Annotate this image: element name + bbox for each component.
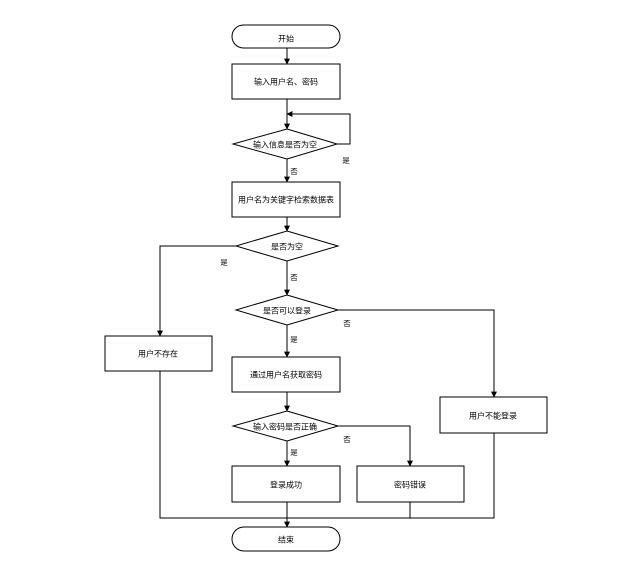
check-can-login-diamond — [234, 294, 340, 326]
edge-labels: 是 否 是 否 否 是 否 是 — [220, 156, 351, 457]
check-can-login-node: 是否可以登录 — [234, 294, 340, 326]
edge-label-password-yes: 是 — [290, 448, 298, 457]
check-empty-result-node: 是否为空 — [234, 230, 340, 262]
edge-result-empty-yes — [157, 245, 237, 337]
check-empty-result-label: 是否为空 — [271, 242, 303, 252]
edge-label-can-login-no: 否 — [343, 319, 351, 328]
edge-label-input-empty-yes: 是 — [342, 156, 350, 165]
input-credentials-node: 输入用户名、密码 — [231, 63, 341, 100]
edge-can-login-no — [337, 309, 497, 398]
login-success-node: 登录成功 — [231, 465, 341, 503]
input-credentials-label: 输入用户名、密码 — [254, 77, 318, 87]
end-node: 结束 — [231, 526, 341, 552]
edge-label-password-no: 否 — [343, 435, 351, 444]
check-empty-input-diamond — [231, 128, 339, 160]
get-password-label: 通过用户名获取密码 — [250, 370, 322, 380]
input-credentials-box — [231, 63, 341, 100]
edge-label-result-empty-no: 否 — [290, 273, 298, 282]
edge-password-error-merge — [287, 502, 411, 519]
check-empty-input-label: 输入信息是否为空 — [253, 140, 317, 150]
edge-check-empty-yes-loop — [286, 111, 351, 145]
cannot-login-box — [439, 396, 548, 434]
user-not-exist-box — [104, 335, 213, 372]
password-error-label: 密码错误 — [394, 480, 426, 490]
check-can-login-label: 是否可以登录 — [263, 306, 311, 316]
edge-password-wrong — [337, 425, 413, 467]
check-password-node: 输入密码是否正确 — [231, 410, 340, 442]
edges — [157, 48, 497, 528]
password-error-node: 密码错误 — [356, 465, 465, 503]
get-password-box — [231, 356, 341, 393]
edge-label-input-empty-no: 否 — [290, 167, 298, 176]
end-label: 结束 — [278, 535, 294, 545]
edge-label-can-login-yes: 是 — [290, 335, 298, 344]
login-success-box — [231, 465, 341, 503]
user-not-exist-node: 用户不存在 — [104, 335, 213, 372]
login-success-label: 登录成功 — [270, 480, 302, 490]
password-error-box — [356, 465, 465, 503]
start-label: 开始 — [278, 34, 294, 44]
cannot-login-label: 用户不能登录 — [469, 411, 517, 421]
cannot-login-node: 用户不能登录 — [439, 396, 548, 434]
edge-user-not-exist-merge — [159, 371, 287, 519]
user-not-exist-label: 用户不存在 — [138, 349, 178, 359]
check-password-diamond — [231, 410, 340, 442]
get-password-node: 通过用户名获取密码 — [231, 356, 341, 393]
search-label: 用户名为关键字检索数据表 — [238, 195, 334, 205]
edge-label-result-empty-yes: 是 — [220, 258, 228, 267]
check-empty-input-node: 输入信息是否为空 — [231, 128, 339, 160]
check-empty-result-diamond — [234, 230, 340, 262]
end-terminator — [231, 526, 341, 552]
start-terminator — [231, 24, 341, 49]
search-box — [231, 181, 341, 218]
check-password-label: 输入密码是否正确 — [253, 422, 317, 432]
search-node: 用户名为关键字检索数据表 — [231, 181, 341, 218]
start-node: 开始 — [231, 24, 341, 49]
